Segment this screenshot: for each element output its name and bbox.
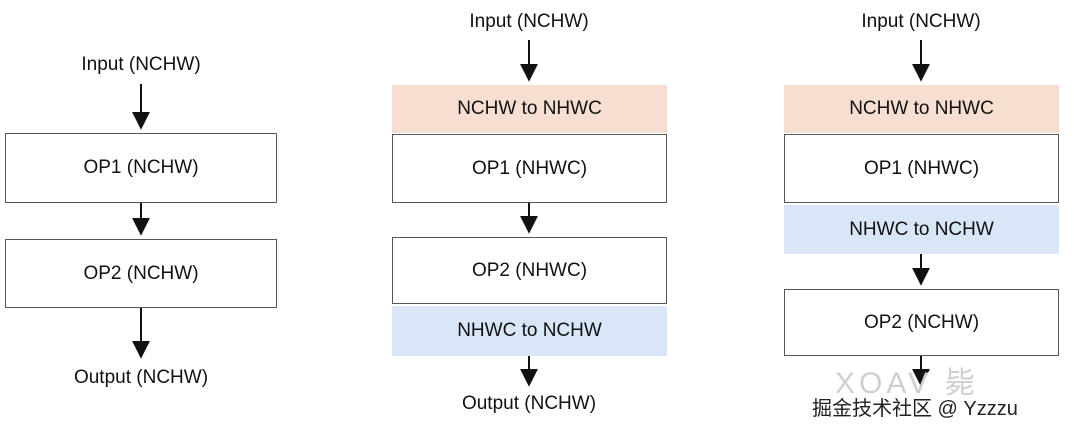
c3-nchw-to-nhwc-block: NCHW to NHWC xyxy=(784,85,1059,133)
c2-nchw-to-nhwc-block: NCHW to NHWC xyxy=(392,85,667,133)
c2-op1-box: OP1 (NHWC) xyxy=(392,134,667,203)
watermark-text: 掘金技术社区 @ Yzzzu xyxy=(812,398,1018,420)
c1-op2-box: OP2 (NCHW) xyxy=(5,239,277,308)
c1-output-label: Output (NCHW) xyxy=(73,367,209,388)
c2-op2-box: OP2 (NHWC) xyxy=(392,237,667,304)
c2-input-label: Input (NCHW) xyxy=(469,11,589,32)
watermark-decoration: XOAV 毙 xyxy=(835,367,979,400)
c3-op2-box: OP2 (NCHW) xyxy=(784,289,1059,356)
c3-op1-box: OP1 (NHWC) xyxy=(784,134,1059,203)
c2-nhwc-to-nchw-block: NHWC to NCHW xyxy=(392,306,667,356)
c3-nhwc-to-nchw-block: NHWC to NCHW xyxy=(784,205,1059,254)
c2-output-label: Output (NCHW) xyxy=(461,393,597,414)
c1-op1-box: OP1 (NCHW) xyxy=(5,133,277,203)
c1-input-label: Input (NCHW) xyxy=(81,54,201,75)
c3-input-label: Input (NCHW) xyxy=(861,11,981,32)
